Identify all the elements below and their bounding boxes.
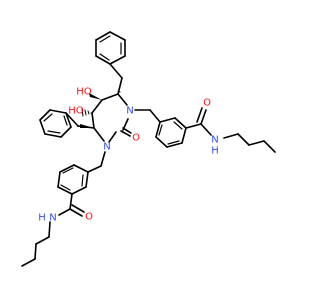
left-benzyl-link-bond: [65, 112, 79, 127]
n3-ch2-bond: [100, 151, 106, 167]
svg-text:N: N: [126, 106, 133, 117]
c4-wedge: [80, 124, 94, 128]
atom-h-amide-lower: H: [38, 213, 46, 224]
c7-hash: [117, 90, 121, 93]
atom-n-amide-right: N H: [211, 135, 219, 157]
right-butyl-bond-3: [248, 140, 265, 146]
right-amide-cn-bond: [200, 123, 212, 136]
lower-amide-cn-bond: [58, 208, 71, 216]
svg-text:O: O: [132, 133, 140, 144]
atom-n-ring-left: N: [103, 142, 110, 153]
lower-butyl-bond-1: [48, 221, 51, 238]
atom-o-ring-carbonyl: O: [132, 133, 140, 144]
molecule-canvas: HO HO N N O O N H O N H: [21, 31, 276, 267]
svg-text:HO: HO: [76, 87, 92, 98]
n1-aryl-link: [149, 109, 161, 123]
lower-aryl-ring: [57, 164, 89, 195]
right-butyl-bond-2: [237, 133, 250, 146]
right-amide-co-bond-2: [196, 107, 203, 123]
n3-aryl-link: [87, 165, 102, 173]
diazepane-ring: [91, 93, 129, 143]
lower-butyl-bond-3: [34, 243, 37, 260]
right-aryl-ring: [155, 117, 187, 148]
molecule-structure: HO HO N N O O N H O N H: [21, 31, 276, 267]
left-phenyl-ring: [39, 109, 72, 138]
oh-mid-hash: [81, 108, 92, 117]
right-amide-c-bond: [185, 123, 202, 129]
lower-amide-c-bond: [69, 193, 73, 210]
top-phenyl-ring: [95, 31, 126, 65]
atom-o-amide-lower: O: [85, 212, 93, 223]
lower-butyl-bond-2: [35, 236, 50, 245]
oh-top-wedge: [89, 93, 102, 100]
lower-amide-co-bond-2: [71, 204, 85, 213]
svg-text:N: N: [103, 142, 110, 153]
svg-text:O: O: [203, 98, 211, 109]
ring-carbonyl-bond-1: [120, 130, 131, 137]
atom-o-amide-right: O: [203, 98, 211, 109]
svg-text:O: O: [85, 212, 93, 223]
svg-text:HO: HO: [68, 106, 84, 117]
atom-n-amide-lower: N H: [38, 213, 57, 224]
right-butyl-bond-4: [263, 140, 276, 153]
atom-h-amide-right: H: [211, 146, 219, 157]
right-amide-co-bond-1: [200, 109, 207, 125]
lower-butyl-bond-4: [21, 258, 36, 267]
svg-text:N: N: [49, 213, 56, 224]
top-benzyl-ch2-bond: [109, 63, 123, 79]
lower-amide-co-bond-1: [69, 208, 83, 217]
ring-carbonyl-bond-2: [122, 127, 132, 134]
atom-ho-mid: HO: [68, 106, 84, 117]
svg-text:N: N: [211, 135, 218, 146]
atom-ho-top: HO: [76, 87, 92, 98]
right-butyl-bond-1: [223, 133, 239, 139]
atom-n-ring-right: N: [126, 106, 133, 117]
